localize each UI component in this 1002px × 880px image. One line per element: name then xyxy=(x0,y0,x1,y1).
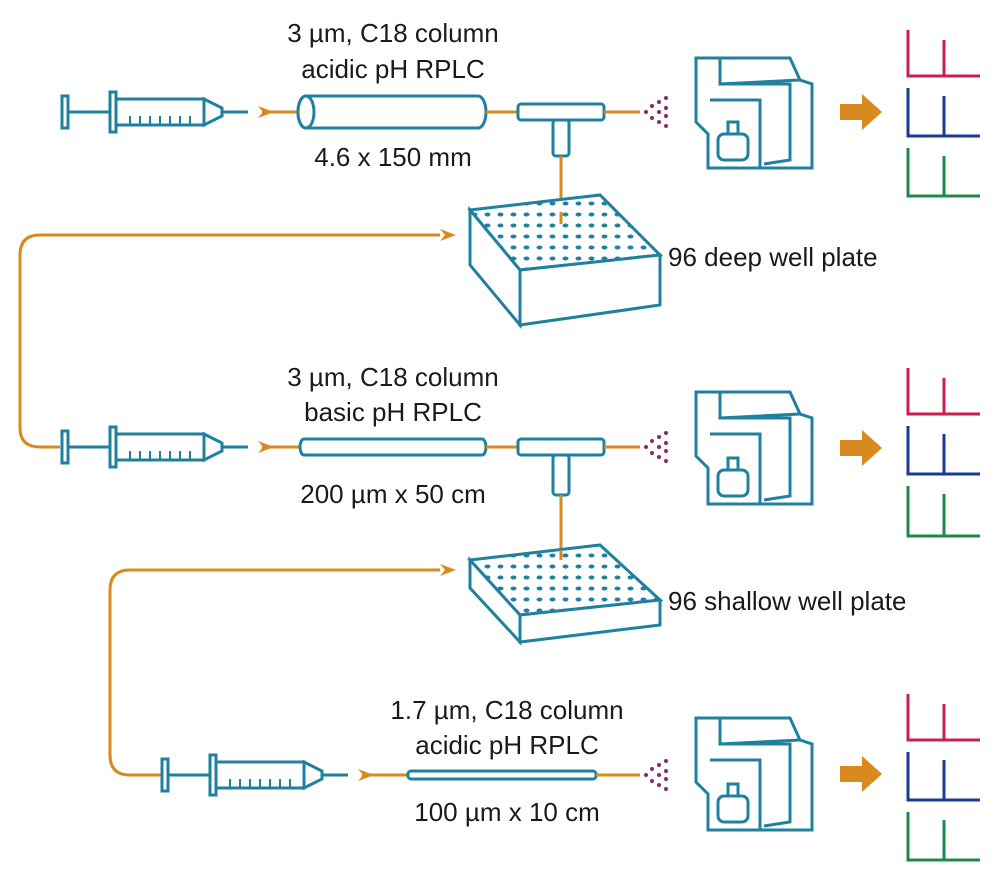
spray-icon xyxy=(644,431,668,463)
mass-spectrometer-icon[interactable] xyxy=(694,56,814,170)
tee-connector-icon[interactable] xyxy=(516,102,606,158)
mass-spectrometer-icon[interactable] xyxy=(694,390,814,506)
plate2-label: 96 shallow well plate xyxy=(668,586,906,616)
stage-2: 3 µm, C18 column basic pH RPLC 200 µm x … xyxy=(60,362,980,560)
flow-arrow-icon xyxy=(258,441,274,453)
spectra-icon xyxy=(906,368,980,538)
column-icon[interactable] xyxy=(406,769,598,781)
plate1-label: 96 deep well plate xyxy=(668,242,878,272)
syringe-icon[interactable] xyxy=(60,90,248,134)
stage1-column-line2: acidic pH RPLC xyxy=(301,54,485,84)
stage3-column-line2: acidic pH RPLC xyxy=(415,730,599,760)
stage-1: 3 µm, C18 column acidic pH RPLC 4.6 x 15… xyxy=(60,18,980,220)
stage2-column-dims: 200 µm x 50 cm xyxy=(300,479,486,509)
transfer-arrowhead-1 xyxy=(440,229,456,241)
stage-3: 1.7 µm, C18 column acidic pH RPLC 100 µm… xyxy=(160,694,980,862)
transfer-line-2 xyxy=(108,568,440,777)
transfer-line-1 xyxy=(18,233,440,449)
stage3-column-dims: 100 µm x 10 cm xyxy=(414,797,600,827)
stage3-column-line1: 1.7 µm, C18 column xyxy=(390,695,623,725)
stage2-column-line1: 3 µm, C18 column xyxy=(287,362,499,392)
flow-arrow-icon xyxy=(258,106,274,118)
arrow-right-icon xyxy=(840,756,882,792)
spray-icon xyxy=(644,96,668,128)
stage1-column-line1: 3 µm, C18 column xyxy=(287,18,499,48)
column-icon[interactable] xyxy=(298,437,488,457)
stage1-column-dims: 4.6 x 150 mm xyxy=(314,142,472,172)
stage2-column-line2: basic pH RPLC xyxy=(304,397,482,427)
transfer-arrowhead-2 xyxy=(440,564,456,576)
spectra-icon xyxy=(906,694,980,862)
arrow-right-icon xyxy=(840,430,882,466)
spectra-icon xyxy=(906,30,980,198)
well-plate-icon[interactable] xyxy=(466,543,664,646)
mass-spectrometer-icon[interactable] xyxy=(694,716,814,832)
arrow-right-icon xyxy=(840,94,882,130)
flow-arrow-icon xyxy=(358,769,374,781)
tee-connector-icon[interactable] xyxy=(516,437,606,497)
syringe-icon[interactable] xyxy=(60,425,248,469)
syringe-icon[interactable] xyxy=(160,753,348,797)
spray-icon xyxy=(644,759,668,791)
well-plate-icon[interactable] xyxy=(467,193,664,330)
column-icon[interactable] xyxy=(296,94,488,130)
